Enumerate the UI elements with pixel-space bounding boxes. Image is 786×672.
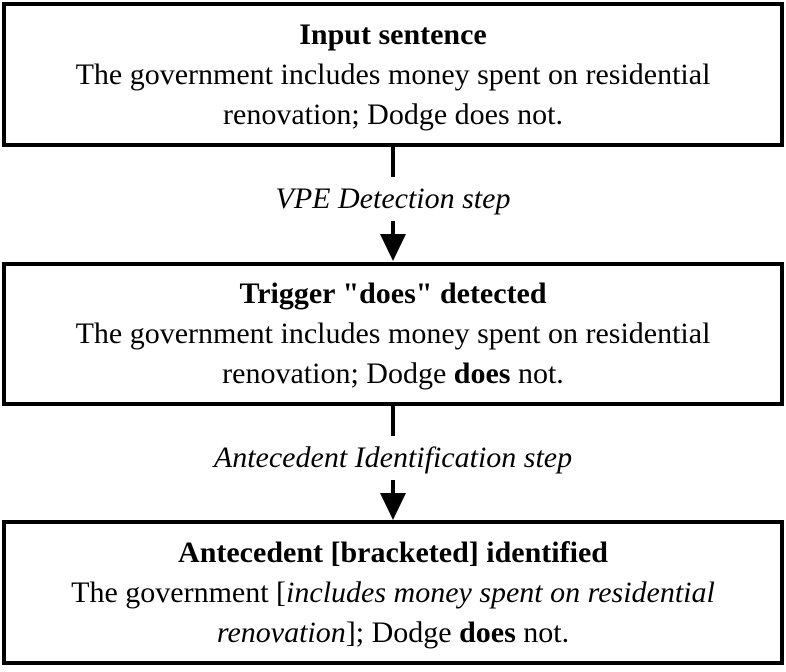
- trigger-detected-box: Trigger "does" detected The government i…: [2, 262, 784, 406]
- antecedent-identification-connector: Antecedent Identification step: [0, 406, 786, 520]
- antecedent-identification-step-label: Antecedent Identification step: [213, 441, 573, 474]
- trigger-line-2-text: renovation; Dodge: [222, 357, 454, 390]
- connector-line-top: [391, 406, 395, 436]
- antecedent-identified-line-1: The government [includes money spent on …: [6, 573, 780, 613]
- trigger-detected-line-2: renovation; Dodge does not.: [6, 354, 780, 394]
- antecedent-italic-part-2: renovation: [216, 615, 346, 649]
- down-arrowhead-icon: [380, 234, 406, 261]
- antecedent-identified-line-2: renovation]; Dodge does not.: [6, 613, 780, 653]
- trigger-line-2-end: not.: [510, 357, 564, 390]
- down-arrowhead-icon: [380, 493, 406, 520]
- connector-line-bottom: [391, 480, 395, 493]
- trigger-word-bold: does: [459, 615, 516, 649]
- vpe-detection-connector: VPE Detection step: [0, 147, 786, 262]
- antecedent-line-2-end: not.: [515, 615, 570, 649]
- trigger-detected-box-title: Trigger "does" detected: [239, 277, 547, 310]
- input-sentence-line-1: The government includes money spent on r…: [75, 57, 711, 91]
- connector-line-bottom: [391, 221, 395, 234]
- input-sentence-box-title: Input sentence: [299, 17, 487, 51]
- connector-line-top: [391, 147, 395, 177]
- input-sentence-line-2: renovation; Dodge does not.: [223, 97, 563, 131]
- antecedent-line-2-mid: ]; Dodge: [345, 615, 460, 649]
- trigger-word-bold: does: [453, 357, 511, 390]
- antecedent-italic-part-1: includes money spent on residential: [286, 575, 715, 609]
- trigger-detected-line-1: The government includes money spent on r…: [75, 317, 711, 350]
- input-sentence-box: Input sentence The government includes m…: [2, 2, 784, 147]
- antecedent-identified-box-title: Antecedent [bracketed] identified: [178, 535, 608, 569]
- antecedent-identified-box: Antecedent [bracketed] identified The go…: [2, 520, 784, 665]
- vpe-detection-step-label: VPE Detection step: [275, 182, 511, 215]
- antecedent-line-1-pre: The government [: [71, 575, 287, 609]
